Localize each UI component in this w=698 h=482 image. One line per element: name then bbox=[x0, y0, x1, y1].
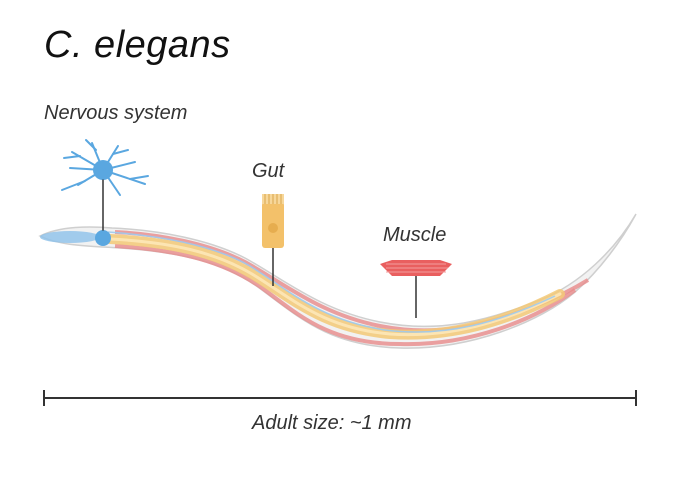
scale-bar-label: Adult size: ~1 mm bbox=[252, 412, 412, 434]
gut-label: Gut bbox=[252, 160, 285, 182]
diagram-title: C. elegans bbox=[44, 24, 231, 66]
scale-bar bbox=[43, 390, 637, 406]
muscle-label: Muscle bbox=[383, 224, 447, 246]
nervous-system-label: Nervous system bbox=[44, 102, 188, 124]
neuron-icon bbox=[61, 139, 149, 231]
gut-cell-icon bbox=[262, 194, 284, 286]
worm-body bbox=[38, 213, 637, 349]
muscle-cell-icon bbox=[380, 260, 452, 318]
